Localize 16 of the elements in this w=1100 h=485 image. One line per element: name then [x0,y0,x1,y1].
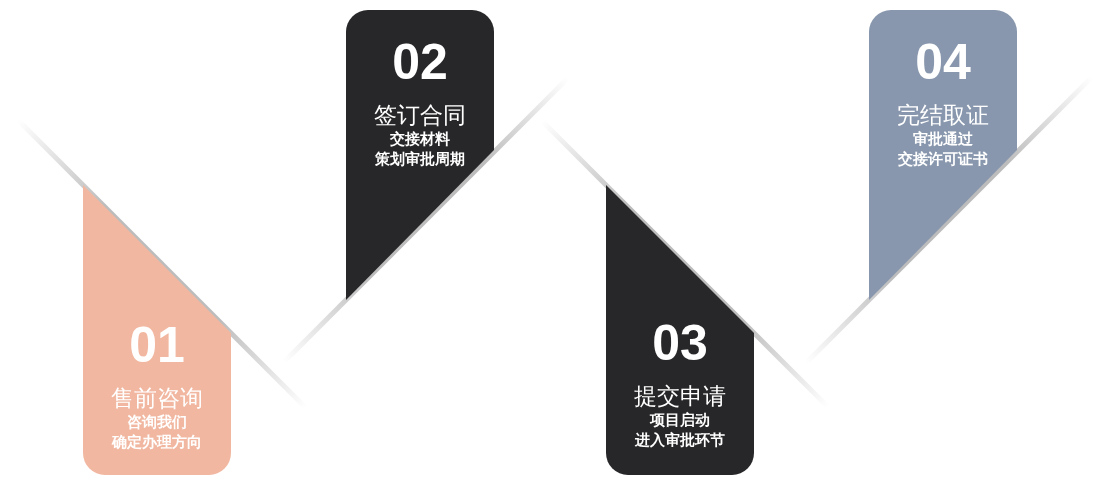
step-description: 交接许可证书 [898,149,988,169]
step-number: 02 [392,37,448,87]
step-number: 01 [129,320,185,370]
step-description: 策划审批周期 [375,149,465,169]
step-number: 03 [652,318,708,368]
step-title: 售前咨询 [111,384,203,412]
step-description: 交接材料 [390,129,450,149]
step-title: 完结取证 [897,101,989,129]
step-description: 项目启动 [650,410,710,430]
step-number: 04 [915,37,971,87]
step-title: 提交申请 [634,382,726,410]
step-description: 进入审批环节 [635,430,725,450]
step-description: 审批通过 [913,129,973,149]
step-description: 确定办理方向 [112,432,202,452]
step-title: 签订合同 [374,101,466,129]
step-description: 咨询我们 [127,412,187,432]
